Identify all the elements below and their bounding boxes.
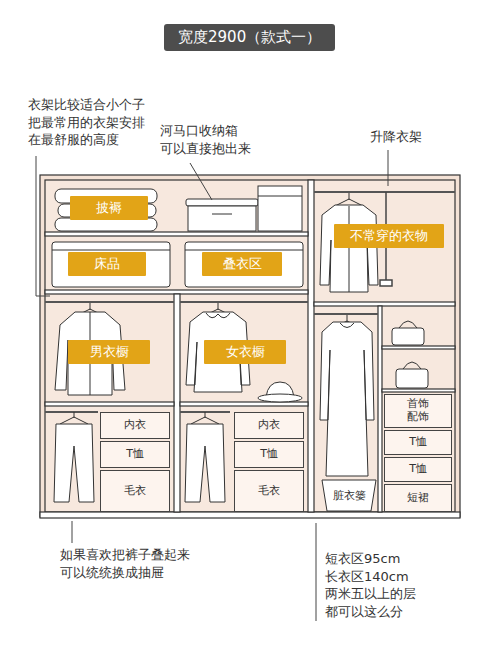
node-text: 不常穿的衣物 — [350, 229, 428, 244]
illustration-part — [186, 199, 258, 206]
illustration-part — [314, 313, 378, 315]
label-tag: 男衣橱 — [68, 340, 150, 364]
illustration-part — [54, 424, 94, 502]
drawer-box: 毛衣 — [234, 470, 304, 512]
illustration-part — [188, 206, 256, 231]
node-text: T恤 — [260, 448, 278, 461]
illustration-part — [180, 301, 308, 303]
illustration-part — [314, 191, 455, 193]
drawer-box: T恤 — [234, 441, 304, 468]
node-text: 女衣橱 — [226, 345, 265, 360]
illustration-part — [185, 250, 303, 251]
illustration-part — [314, 302, 455, 306]
node-text: 披褥 — [96, 201, 122, 216]
illustration-part — [40, 175, 460, 517]
node-text: T恤 — [409, 436, 427, 449]
drawer-box: T恤 — [384, 457, 452, 482]
drawer-box: 内衣 — [234, 412, 304, 439]
bags — [392, 321, 428, 388]
hanging-rods — [45, 192, 455, 412]
illustration-part — [258, 186, 302, 231]
illustration-part — [382, 389, 455, 392]
node-text: 短裙 — [407, 492, 429, 505]
illustration-part — [174, 294, 180, 512]
label-tag: 叠衣区 — [202, 252, 282, 276]
illustration-part — [388, 150, 389, 186]
illustration-part — [349, 206, 350, 292]
drawer-box: 内衣 — [100, 412, 170, 439]
illustration-part — [212, 214, 232, 215]
callout-note: 河马口收纳箱 可以直接抱出来 — [160, 122, 256, 157]
label-tag: 床品 — [68, 252, 146, 276]
label-tag: 披褥 — [70, 196, 148, 220]
illustration-part — [191, 412, 219, 424]
illustration-part — [335, 193, 363, 206]
callout-note: 如果喜欢把裤子叠起来 可以统统换成抽屉 — [60, 546, 198, 581]
laundry-basket-label: 脏衣篓 — [322, 482, 376, 510]
illustration-part — [340, 323, 354, 328]
drawer-box: 毛衣 — [100, 470, 170, 512]
illustration-part — [40, 512, 460, 518]
drawer-box: T恤 — [100, 441, 170, 468]
node-text: 毛衣 — [124, 485, 146, 498]
node-text: 叠衣区 — [223, 257, 262, 272]
laundry-basket — [322, 480, 376, 511]
illustration-part — [322, 480, 376, 511]
illustration-part — [60, 412, 88, 424]
illustration-part — [52, 250, 170, 251]
illustration-part — [380, 280, 392, 286]
title-banner: 宽度2900（款式一） — [164, 24, 335, 51]
illustration-part — [403, 362, 421, 369]
drawer-box: 首饰 配饰 — [384, 394, 452, 428]
node-text: 内衣 — [258, 419, 280, 432]
node-text: 毛衣 — [258, 485, 280, 498]
illustration-part — [190, 163, 212, 200]
illustration-part — [45, 301, 174, 303]
drawer-box: T恤 — [384, 430, 452, 455]
node-text: 首饰 配饰 — [404, 398, 433, 423]
callout-note: 衣架比较适合小个子 把最常用的衣架安排 在最舒服的高度 — [28, 96, 153, 149]
illustration-part — [72, 521, 73, 543]
callout-note: 短衣区95cm 长衣区140cm 两米五以上的层 都可以这么分 — [325, 550, 424, 620]
illustration-part — [185, 424, 225, 502]
leader-lines — [36, 150, 388, 621]
illustration-part — [180, 402, 308, 406]
drawer-box: 短裙 — [384, 484, 452, 512]
illustration-part — [308, 180, 314, 512]
node-text: 脏衣篓 — [333, 490, 366, 503]
node-text: T恤 — [409, 463, 427, 476]
illustration-part — [52, 242, 170, 287]
wardrobe-frame — [40, 175, 460, 518]
bedding — [55, 189, 157, 231]
illustration-part — [36, 156, 50, 296]
illustration-part — [258, 394, 302, 402]
node-text: T恤 — [126, 448, 144, 461]
illustration-part — [399, 321, 417, 328]
illustration-part — [45, 402, 174, 406]
clothes — [54, 193, 378, 502]
label-tag: 女衣橱 — [204, 340, 286, 364]
illustration-part — [316, 523, 317, 621]
illustration-part — [45, 411, 98, 413]
illustration-part — [45, 232, 308, 236]
illustration-part — [185, 242, 303, 287]
illustration-part — [382, 346, 455, 349]
illustration-part — [378, 306, 382, 512]
illustration-part — [45, 180, 455, 512]
illustration-part — [396, 369, 428, 388]
node-text: 内衣 — [124, 419, 146, 432]
illustration-part — [392, 328, 424, 345]
illustration-part — [206, 313, 230, 318]
storage-boxes — [52, 186, 303, 287]
illustration-part — [320, 205, 378, 292]
label-tag: 不常穿的衣物 — [334, 224, 444, 248]
illustration-part — [258, 196, 302, 197]
illustration-part — [320, 322, 374, 476]
node-text: 男衣橱 — [90, 345, 129, 360]
callout-note: 升降衣架 — [370, 128, 430, 146]
illustration-part — [45, 290, 308, 294]
node-text: 床品 — [94, 257, 120, 272]
